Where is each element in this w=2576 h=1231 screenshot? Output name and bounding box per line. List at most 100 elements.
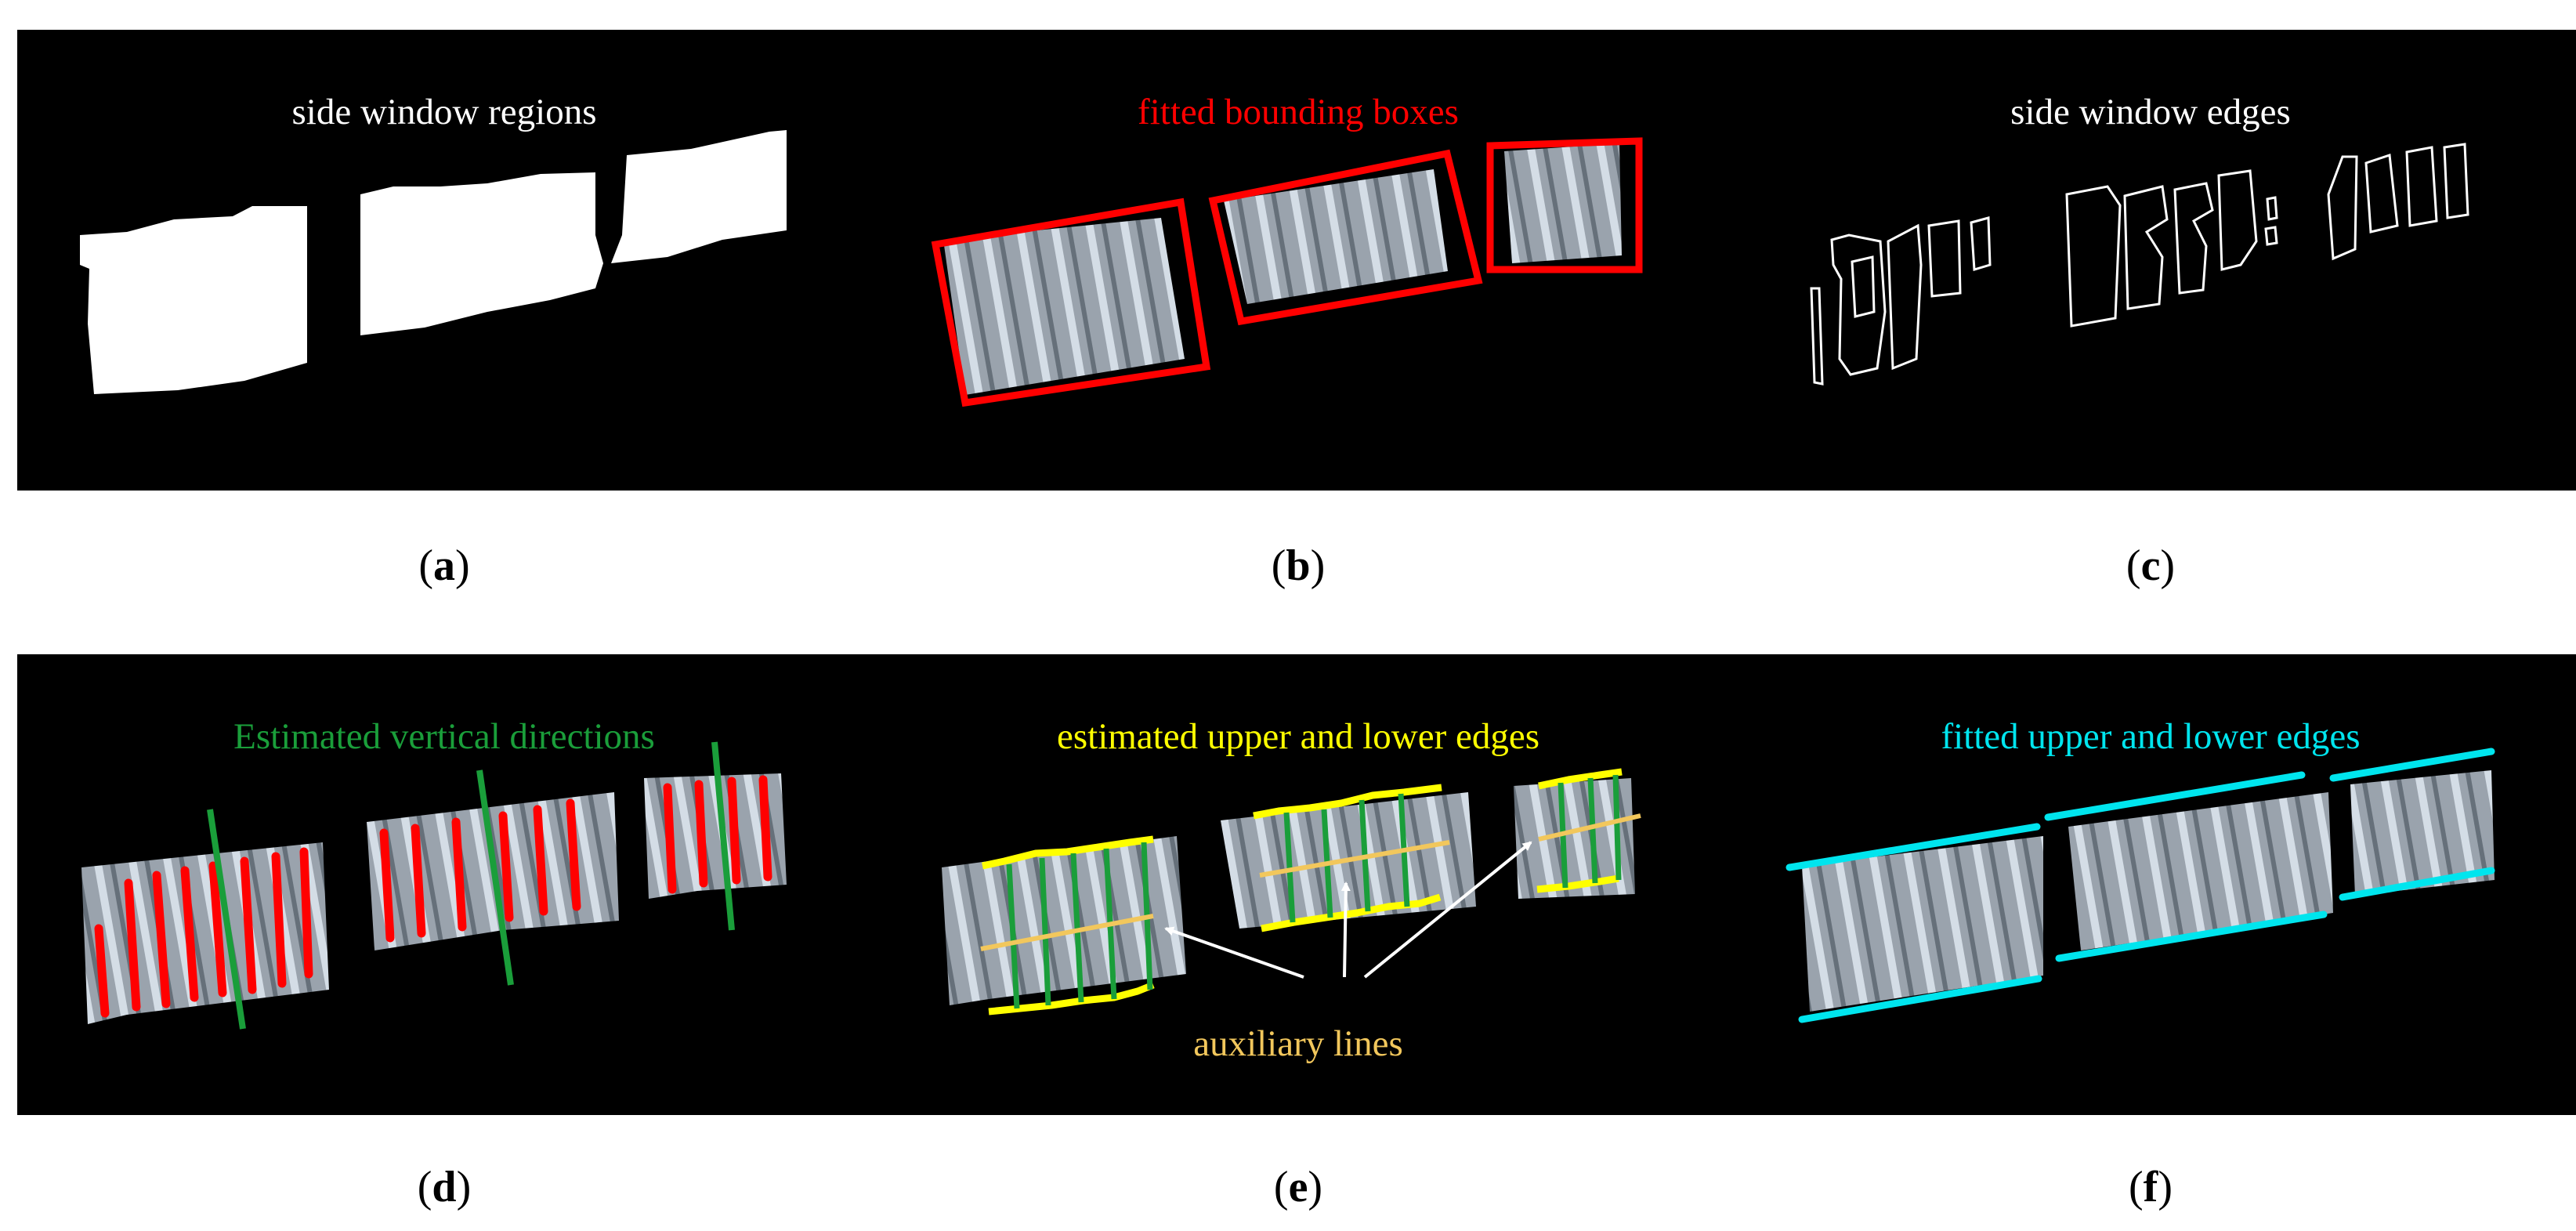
window-region-1 [80, 206, 307, 394]
estimated-vertical-direction-2 [476, 769, 514, 986]
estimated-upper-edge [982, 835, 1154, 870]
arrow-to-aux-line-1 [1164, 926, 1304, 979]
vertical-edge-segment [208, 861, 227, 997]
vertical-line [1039, 857, 1051, 1006]
estimated-lower-edge [1261, 893, 1442, 932]
vertical-edge-segment [94, 924, 110, 1018]
panel-b-title: fitted bounding boxes [1138, 92, 1459, 132]
panel-d-title: Estimated vertical directions [233, 716, 655, 757]
edge-contour [1970, 216, 1992, 271]
panel-a-title: side window regions [291, 92, 597, 132]
vertical-edge-segment [271, 852, 287, 988]
estimated-vertical-direction-3 [711, 741, 735, 931]
window-crop-2 [1224, 169, 1448, 304]
edge-contour [1927, 219, 1962, 298]
panel-e-title: estimated upper and lower edges [1056, 716, 1539, 757]
edge-contour [2123, 185, 2169, 310]
panel-e-estimated-upper-lower-edges: estimated upper and lower edges auxiliar… [871, 654, 1725, 1115]
vertical-edge-segment [180, 866, 199, 1002]
auxiliary-line-2 [1259, 840, 1450, 878]
panel-b-fitted-bounding-boxes: fitted bounding boxes [871, 30, 1725, 491]
arrow-to-aux-line-3 [1363, 841, 1532, 979]
edge-contour [2327, 155, 2358, 261]
caption-letter: a [433, 541, 455, 590]
vertical-edge-segment [533, 805, 548, 916]
vertical-edge-segment [694, 780, 708, 888]
caption-d: (d) [417, 1163, 472, 1211]
vertical-edge-segment [240, 856, 257, 994]
auxiliary-line-1 [980, 914, 1154, 951]
panel-a-side-window-regions: side window regions [17, 30, 871, 491]
caption-a: (a) [418, 541, 470, 590]
region-mask-graphic [80, 130, 787, 394]
edge-contour [2364, 153, 2399, 234]
edge-map-graphic [1810, 143, 2469, 386]
auxiliary-line-3 [1538, 813, 1641, 842]
estimated-vertical-direction-1 [207, 809, 246, 1030]
panel-d-estimated-vertical-directions: Estimated vertical directions [17, 654, 871, 1115]
vertical-line [1283, 812, 1296, 923]
panel-c-title: side window edges [2010, 92, 2291, 132]
bounding-box-3 [1486, 137, 1643, 273]
vertical-edge-segment [411, 824, 426, 938]
bounding-box-2 [1208, 149, 1483, 326]
vertical-edge-segment [727, 777, 741, 885]
edge-contour [2173, 182, 2214, 295]
edge-contour [1810, 287, 1824, 386]
edge-contour [1851, 255, 1876, 318]
caption-c: (c) [2126, 541, 2176, 590]
vertical-line [1006, 864, 1020, 1009]
caption-e: (e) [1273, 1163, 1323, 1211]
fitted-edge-graphic [1785, 748, 2495, 1023]
window-region-3 [611, 130, 787, 263]
edge-contour [2264, 226, 2278, 246]
window-crop-1 [942, 836, 1186, 1005]
window-crop-1 [943, 218, 1185, 395]
caption-f: (f) [2129, 1163, 2173, 1211]
vertical-edge-segment [451, 817, 467, 932]
panel-f-fitted-upper-lower-edges: fitted upper and lower edges [1724, 654, 2576, 1115]
window-crop-3 [644, 773, 787, 899]
panel-f-title: fitted upper and lower edges [1941, 716, 2361, 757]
vertical-edge-segment [124, 878, 141, 1012]
vertical-direction-graphic [81, 741, 787, 1030]
caption-letter: c [2140, 541, 2161, 590]
vertical-edge-segment [152, 871, 171, 1008]
fitted-lower-edge-1 [1798, 975, 2042, 1023]
caption-letter: d [432, 1163, 457, 1211]
caption-b: (b) [1271, 541, 1326, 590]
fitted-lower-edge-3 [2339, 867, 2495, 901]
vertical-line [1612, 774, 1622, 881]
window-crop-1 [81, 842, 329, 1024]
panel-c-side-window-edges: side window edges [1724, 30, 2576, 491]
vertical-edge-segment [379, 828, 395, 943]
edge-contour [2217, 169, 2258, 271]
edge-contour [2266, 196, 2278, 221]
edge-contour [2065, 185, 2122, 328]
window-crop-1 [1802, 836, 2043, 1012]
vertical-edge-segment [663, 783, 677, 894]
estimated-upper-edge [1538, 768, 1623, 790]
auxiliary-lines-label: auxiliary lines [1193, 1023, 1403, 1064]
edge-contour [1830, 234, 1887, 376]
bounding-box-graphic [931, 137, 1643, 407]
caption-letter: b [1286, 541, 1311, 590]
arrow-to-aux-line-2 [1340, 882, 1351, 978]
window-crop-3 [1504, 143, 1622, 263]
edge-contour [2405, 146, 2438, 227]
estimated-upper-edge [1253, 784, 1442, 820]
fitted-upper-edge-2 [2044, 771, 2306, 821]
vertical-line [1587, 777, 1598, 884]
upper-lower-edge-graphic [942, 768, 1641, 1016]
caption-letter: e [1288, 1163, 1308, 1211]
caption-letter: f [2143, 1163, 2158, 1211]
vertical-edge-segment [566, 798, 581, 911]
vertical-edge-segment [498, 811, 514, 922]
vertical-line [1070, 853, 1084, 1003]
fitted-upper-edge-3 [2329, 748, 2495, 782]
vertical-edge-segment [758, 775, 772, 882]
edge-contour [1887, 223, 1923, 371]
edge-contour [2443, 143, 2469, 219]
fitted-upper-edge-1 [1785, 823, 2041, 871]
window-crop-3 [2350, 770, 2495, 896]
